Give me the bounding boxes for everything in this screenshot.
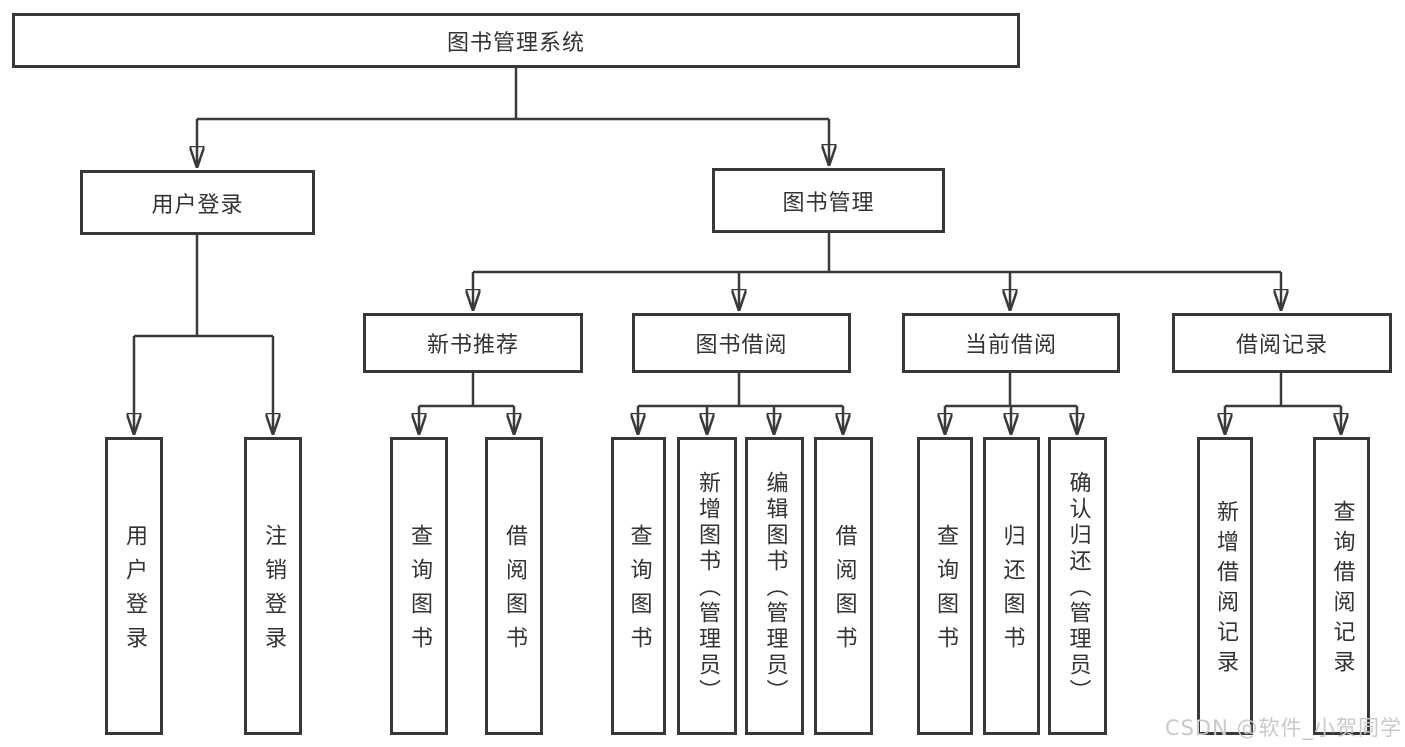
node-label: 新增图书（管理员）: [695, 471, 720, 705]
node-label: 借阅图书: [831, 524, 857, 660]
node-label: 查询图书: [933, 524, 958, 660]
node-label: 用户登录: [151, 192, 244, 218]
node-new-book-recommend: 新书推荐: [363, 313, 583, 373]
leaf-confirm-return-admin: 确认归还（管理员）: [1048, 437, 1107, 735]
leaf-query-books-recommend: 查询图书: [390, 437, 448, 735]
node-label: 归还图书: [999, 524, 1025, 660]
leaf-edit-book-admin: 编辑图书（管理员）: [745, 437, 804, 735]
node-label: 查询借阅记录: [1329, 500, 1355, 680]
node-user-login: 用户登录: [80, 170, 315, 235]
leaf-query-books-borrow: 查询图书: [611, 437, 666, 735]
node-label: 查询图书: [407, 524, 432, 660]
node-label: 当前借阅: [964, 333, 1057, 358]
connector-rails: [134, 68, 1341, 408]
node-label: 新书推荐: [426, 333, 519, 358]
node-label: 图书管理系统: [446, 30, 585, 56]
leaf-user-login: 用户登录: [105, 437, 163, 735]
node-book-borrow: 图书借阅: [632, 313, 851, 373]
csdn-watermark: CSDN @软件_小贺同学: [1164, 716, 1402, 740]
node-label: 确认归还（管理员）: [1065, 471, 1091, 705]
node-book-management: 图书管理: [712, 168, 945, 233]
leaf-logout: 注销登录: [244, 437, 302, 735]
node-label: 借阅图书: [502, 524, 527, 660]
leaf-add-borrow-record: 新增借阅记录: [1197, 437, 1253, 735]
leaf-add-book-admin: 新增图书（管理员）: [677, 437, 737, 735]
leaf-query-borrow-record: 查询借阅记录: [1313, 437, 1370, 735]
node-label: 图书管理: [782, 190, 875, 216]
node-label: 新增借阅记录: [1213, 500, 1238, 680]
node-label: 查询图书: [626, 524, 652, 660]
node-label: 图书借阅: [695, 333, 788, 358]
leaf-borrow-books: 借阅图书: [814, 437, 873, 735]
node-borrow-records: 借阅记录: [1172, 313, 1392, 373]
node-root: 图书管理系统: [12, 13, 1020, 68]
node-label: 注销登录: [261, 524, 286, 660]
leaf-return-book: 归还图书: [983, 437, 1040, 735]
node-label: 借阅记录: [1235, 333, 1328, 358]
node-label: 用户登录: [122, 524, 147, 660]
leaf-borrow-books-recommend: 借阅图书: [485, 437, 543, 735]
node-label: 编辑图书（管理员）: [762, 471, 788, 705]
node-current-borrow: 当前借阅: [902, 313, 1120, 373]
leaf-query-books-current: 查询图书: [917, 437, 973, 735]
